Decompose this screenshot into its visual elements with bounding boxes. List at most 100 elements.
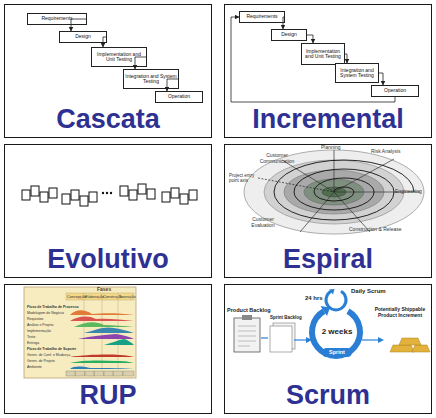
iteration-cell [123, 371, 134, 376]
phase-label: Integration and System Testing [125, 74, 177, 85]
effort-hump [70, 360, 134, 363]
iteration-cell [95, 371, 104, 376]
annotation-label: Daily Scrum [351, 288, 386, 295]
annotation-label: Elaboração [85, 295, 103, 299]
model-panel: Evolutivo [4, 144, 212, 278]
daily-cycle-arrow [326, 291, 346, 310]
iteration-box [180, 194, 188, 204]
phase-label: Design [281, 32, 297, 38]
sector-axis [334, 150, 335, 192]
phase-label: Operation [168, 94, 190, 100]
phase-separator [84, 293, 85, 370]
model-name: Espiral [225, 244, 431, 274]
flow-arrow [379, 73, 383, 85]
model-name: Incremental [225, 104, 431, 134]
backlog-line [238, 331, 256, 332]
annotation-label: Análise e Projeto [27, 323, 53, 327]
gold-bar [399, 338, 421, 345]
iteration-cell [114, 371, 123, 376]
phase-box: Operation [155, 91, 203, 103]
iteration-cell [76, 371, 85, 376]
iteration-cell [85, 371, 94, 376]
sprint-backlog-sheet [270, 326, 292, 352]
annotation-label: Engineering [395, 189, 422, 195]
flow-arrow [135, 57, 147, 69]
annotation-label: Potentially Shippable Product Increment [371, 307, 429, 319]
effort-hump [104, 339, 134, 345]
phase-box: Requirements [239, 11, 285, 23]
phase-label: Integration and System Testing [337, 68, 377, 79]
annotation-label: Fases [97, 287, 111, 293]
iteration-box [71, 190, 79, 200]
phase-box: Integration and System Testing [123, 69, 179, 89]
backlog-line [238, 346, 250, 347]
spiral-model [244, 150, 424, 234]
annotation-label: Implementação [27, 329, 51, 333]
iteration-box [162, 192, 170, 202]
phase-label: Implementation and Unit Testing [303, 49, 343, 60]
dot [110, 192, 112, 194]
backlog-line [238, 326, 256, 327]
model-name: Cascata [5, 104, 211, 134]
annotation-label: Fluxo de Trabalho de Processo [27, 305, 79, 309]
iteration-box [89, 192, 97, 202]
flow-arrow [307, 35, 313, 43]
sector-axis [334, 192, 370, 232]
iteration-bar [66, 371, 134, 376]
gold-bars [390, 338, 430, 352]
flow-arrowhead [378, 337, 384, 343]
model-name: RUP [5, 380, 211, 410]
ellipsis-dots [102, 192, 112, 194]
iteration-box [31, 186, 39, 196]
annotation-label: Planning [321, 145, 340, 151]
annotation-label: 2 weeks [317, 327, 357, 336]
annotation-label: Modelagem de Negócio [27, 311, 64, 315]
spiral-path [274, 160, 414, 220]
effort-hump [74, 322, 134, 327]
spiral-ring [244, 150, 424, 234]
sprint-cycle-arrow [312, 311, 360, 356]
evolution-chains [22, 184, 197, 206]
annotation-label: Customer Communication [255, 153, 299, 165]
annotation-label: Teste [27, 335, 35, 339]
phase-header [66, 293, 134, 300]
effort-hump [70, 317, 134, 321]
flow-line [261, 337, 268, 338]
iteration-box [49, 188, 57, 198]
iteration-box [40, 192, 48, 202]
flow-arrow [231, 17, 395, 102]
phase-box: Operation [371, 85, 419, 97]
annotation-label: Requisitos [27, 317, 43, 321]
iteration-box [129, 190, 137, 200]
chart-background [24, 287, 136, 378]
iteration-box [147, 189, 155, 199]
effort-hump [70, 367, 134, 369]
product-backlog-clipboard [234, 318, 260, 352]
annotation-label: Sprint [322, 349, 352, 355]
annotation-label: Construction & Release [349, 227, 402, 233]
backlog-lines [238, 326, 256, 346]
effort-hump [70, 355, 134, 357]
phase-box: Implementation and Unit Testing [91, 47, 147, 67]
phase-box: Design [271, 29, 307, 41]
phase-label: Requirements [246, 14, 277, 20]
iteration-cell [66, 371, 75, 376]
iteration-box [120, 186, 128, 196]
annotation-label: Fluxo de Trabalho de Suporte [27, 347, 76, 351]
phase-label: Operation [384, 88, 406, 94]
flow-line [294, 339, 308, 340]
iteration-box [171, 188, 179, 198]
model-panel: ScrumProduct BacklogSprint Backlog24 hrs… [224, 284, 432, 414]
model-panel: CascataRequirementsDesignImplementation … [4, 4, 212, 138]
gold-bar [390, 345, 414, 352]
model-name: Scrum [225, 380, 431, 410]
annotation-label: Ambiente [27, 365, 42, 369]
flow-arrow [345, 54, 347, 63]
phase-box: Integration and System Testing [335, 63, 379, 83]
annotation-label: Risk Analysis [371, 149, 400, 155]
clipboard-clip [242, 315, 252, 320]
iteration-box [62, 194, 70, 204]
annotation-label: Transição [119, 295, 135, 299]
backlog-line [238, 341, 256, 342]
effort-hump [84, 327, 134, 333]
